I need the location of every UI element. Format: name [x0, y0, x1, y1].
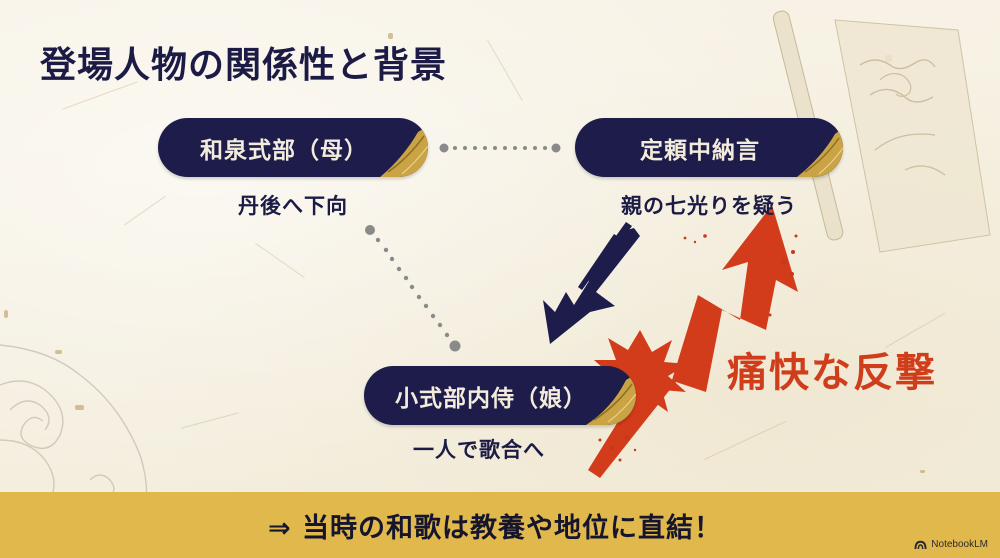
- gold-brush-accent: [380, 126, 428, 177]
- node-sadayori-caption: 親の七光りを疑う: [621, 194, 797, 218]
- node-daughter-pill: 小式部内侍（娘）: [364, 366, 636, 425]
- slide-title: 登場人物の関係性と背景: [40, 44, 448, 86]
- notebooklm-watermark: NotebookLM: [914, 539, 988, 550]
- paper-fiber: [487, 39, 523, 102]
- node-mother-label: 和泉式部（母）: [200, 137, 368, 164]
- paper-fiber: [704, 421, 786, 460]
- paper-fleck: [4, 310, 8, 318]
- node-sadayori-label: 定頼中納言: [640, 137, 760, 164]
- paper-fiber: [180, 412, 240, 429]
- paper-fleck: [920, 470, 925, 473]
- node-mother-caption: 丹後へ下向: [238, 194, 348, 218]
- notebooklm-logo-icon: [914, 540, 927, 549]
- paper-fiber: [255, 242, 305, 279]
- paper-fleck: [55, 350, 62, 354]
- node-daughter-label: 小式部内侍（娘）: [395, 385, 587, 412]
- gold-brush-accent: [797, 128, 843, 177]
- brand-label: NotebookLM: [931, 539, 988, 550]
- paper-fleck: [885, 55, 892, 62]
- banner-text: ⇒ 当時の和歌は教養や地位に直結！: [267, 512, 723, 544]
- paper-fleck: [75, 405, 84, 410]
- conclusion-banner: ⇒ 当時の和歌は教養や地位に直結！ NotebookLM: [0, 492, 1000, 558]
- impact-label: 痛快な反撃: [727, 350, 937, 396]
- node-daughter-caption: 一人で歌合へ: [413, 438, 545, 462]
- node-mother-pill: 和泉式部（母）: [158, 118, 428, 177]
- node-sadayori-pill: 定頼中納言: [575, 118, 843, 177]
- paper-fleck: [388, 33, 393, 39]
